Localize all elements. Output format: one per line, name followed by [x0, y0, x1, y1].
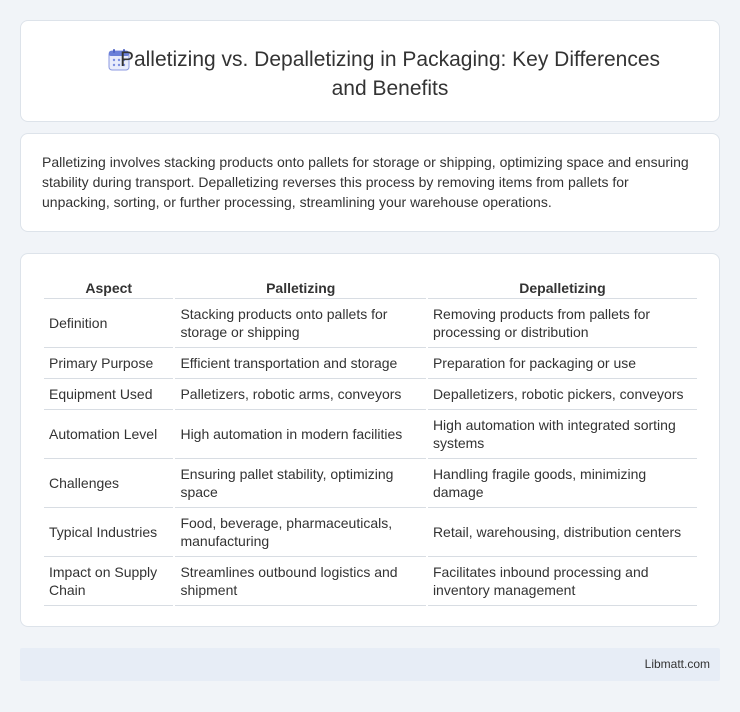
table-row: Primary Purpose Efficient transportation…: [44, 348, 697, 379]
row-aspect: Challenges: [44, 459, 174, 508]
row-depalletizing: Preparation for packaging or use: [427, 348, 697, 379]
row-aspect: Impact on Supply Chain: [44, 557, 174, 606]
table-row: Challenges Ensuring pallet stability, op…: [44, 459, 697, 508]
comparison-table: Aspect Palletizing Depalletizing Definit…: [42, 275, 699, 606]
footer-site-link[interactable]: Libmatt.com: [644, 657, 710, 671]
table-row: Automation Level High automation in mode…: [44, 410, 697, 459]
table-row: Equipment Used Palletizers, robotic arms…: [44, 379, 697, 410]
row-palletizing: Food, beverage, pharmaceuticals, manufac…: [175, 508, 426, 557]
table-row: Definition Stacking products onto pallet…: [44, 299, 697, 348]
row-depalletizing: Depalletizers, robotic pickers, conveyor…: [427, 379, 697, 410]
header-palletizing: Palletizing: [175, 275, 426, 299]
table-row: Impact on Supply Chain Streamlines outbo…: [44, 557, 697, 606]
header-aspect: Aspect: [44, 275, 174, 299]
row-aspect: Primary Purpose: [44, 348, 174, 379]
intro-card: Palletizing involves stacking products o…: [20, 133, 720, 232]
footer-bar: Libmatt.com: [20, 648, 720, 681]
calendar-icon: [108, 49, 130, 71]
row-aspect: Definition: [44, 299, 174, 348]
row-palletizing: Streamlines outbound logistics and shipm…: [175, 557, 426, 606]
row-aspect: Automation Level: [44, 410, 174, 459]
intro-paragraph: Palletizing involves stacking products o…: [42, 154, 689, 210]
table-row: Typical Industries Food, beverage, pharm…: [44, 508, 697, 557]
row-palletizing: Ensuring pallet stability, optimizing sp…: [175, 459, 426, 508]
table-header-row: Aspect Palletizing Depalletizing: [44, 275, 697, 299]
row-palletizing: High automation in modern facilities: [175, 410, 426, 459]
row-depalletizing: Removing products from pallets for proce…: [427, 299, 697, 348]
header-depalletizing: Depalletizing: [427, 275, 697, 299]
title-card: Palletizing vs. Depalletizing in Packagi…: [20, 20, 720, 122]
row-depalletizing: Handling fragile goods, minimizing damag…: [427, 459, 697, 508]
row-depalletizing: Facilitates inbound processing and inven…: [427, 557, 697, 606]
row-depalletizing: Retail, warehousing, distribution center…: [427, 508, 697, 557]
row-palletizing: Efficient transportation and storage: [175, 348, 426, 379]
row-palletizing: Stacking products onto pallets for stora…: [175, 299, 426, 348]
row-palletizing: Palletizers, robotic arms, conveyors: [175, 379, 426, 410]
row-depalletizing: High automation with integrated sorting …: [427, 410, 697, 459]
comparison-table-card: Aspect Palletizing Depalletizing Definit…: [20, 253, 720, 627]
page-title: Palletizing vs. Depalletizing in Packagi…: [119, 48, 661, 100]
row-aspect: Equipment Used: [44, 379, 174, 410]
row-aspect: Typical Industries: [44, 508, 174, 557]
